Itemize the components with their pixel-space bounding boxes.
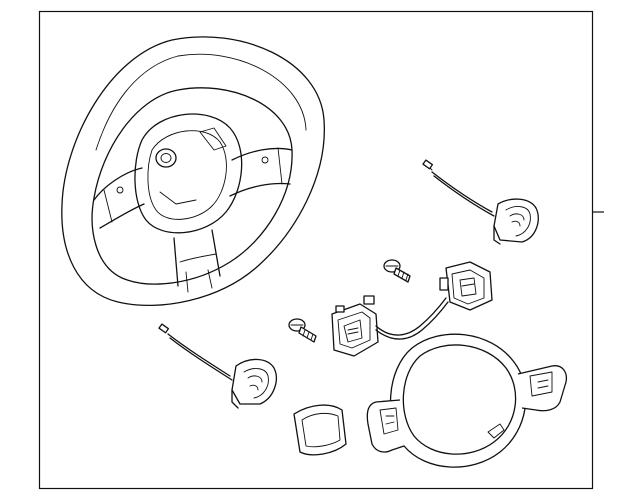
trim-cover <box>366 333 568 468</box>
switch-module-left <box>331 295 449 357</box>
cover-cap <box>293 404 347 456</box>
paddle-shifter-left <box>158 323 277 409</box>
steering-wheel <box>61 36 325 307</box>
diagram-frame <box>38 10 594 490</box>
screw-lower <box>288 318 317 343</box>
screw-upper <box>383 259 411 283</box>
paddle-shifter-right <box>422 159 539 245</box>
switch-module-right <box>439 261 493 311</box>
